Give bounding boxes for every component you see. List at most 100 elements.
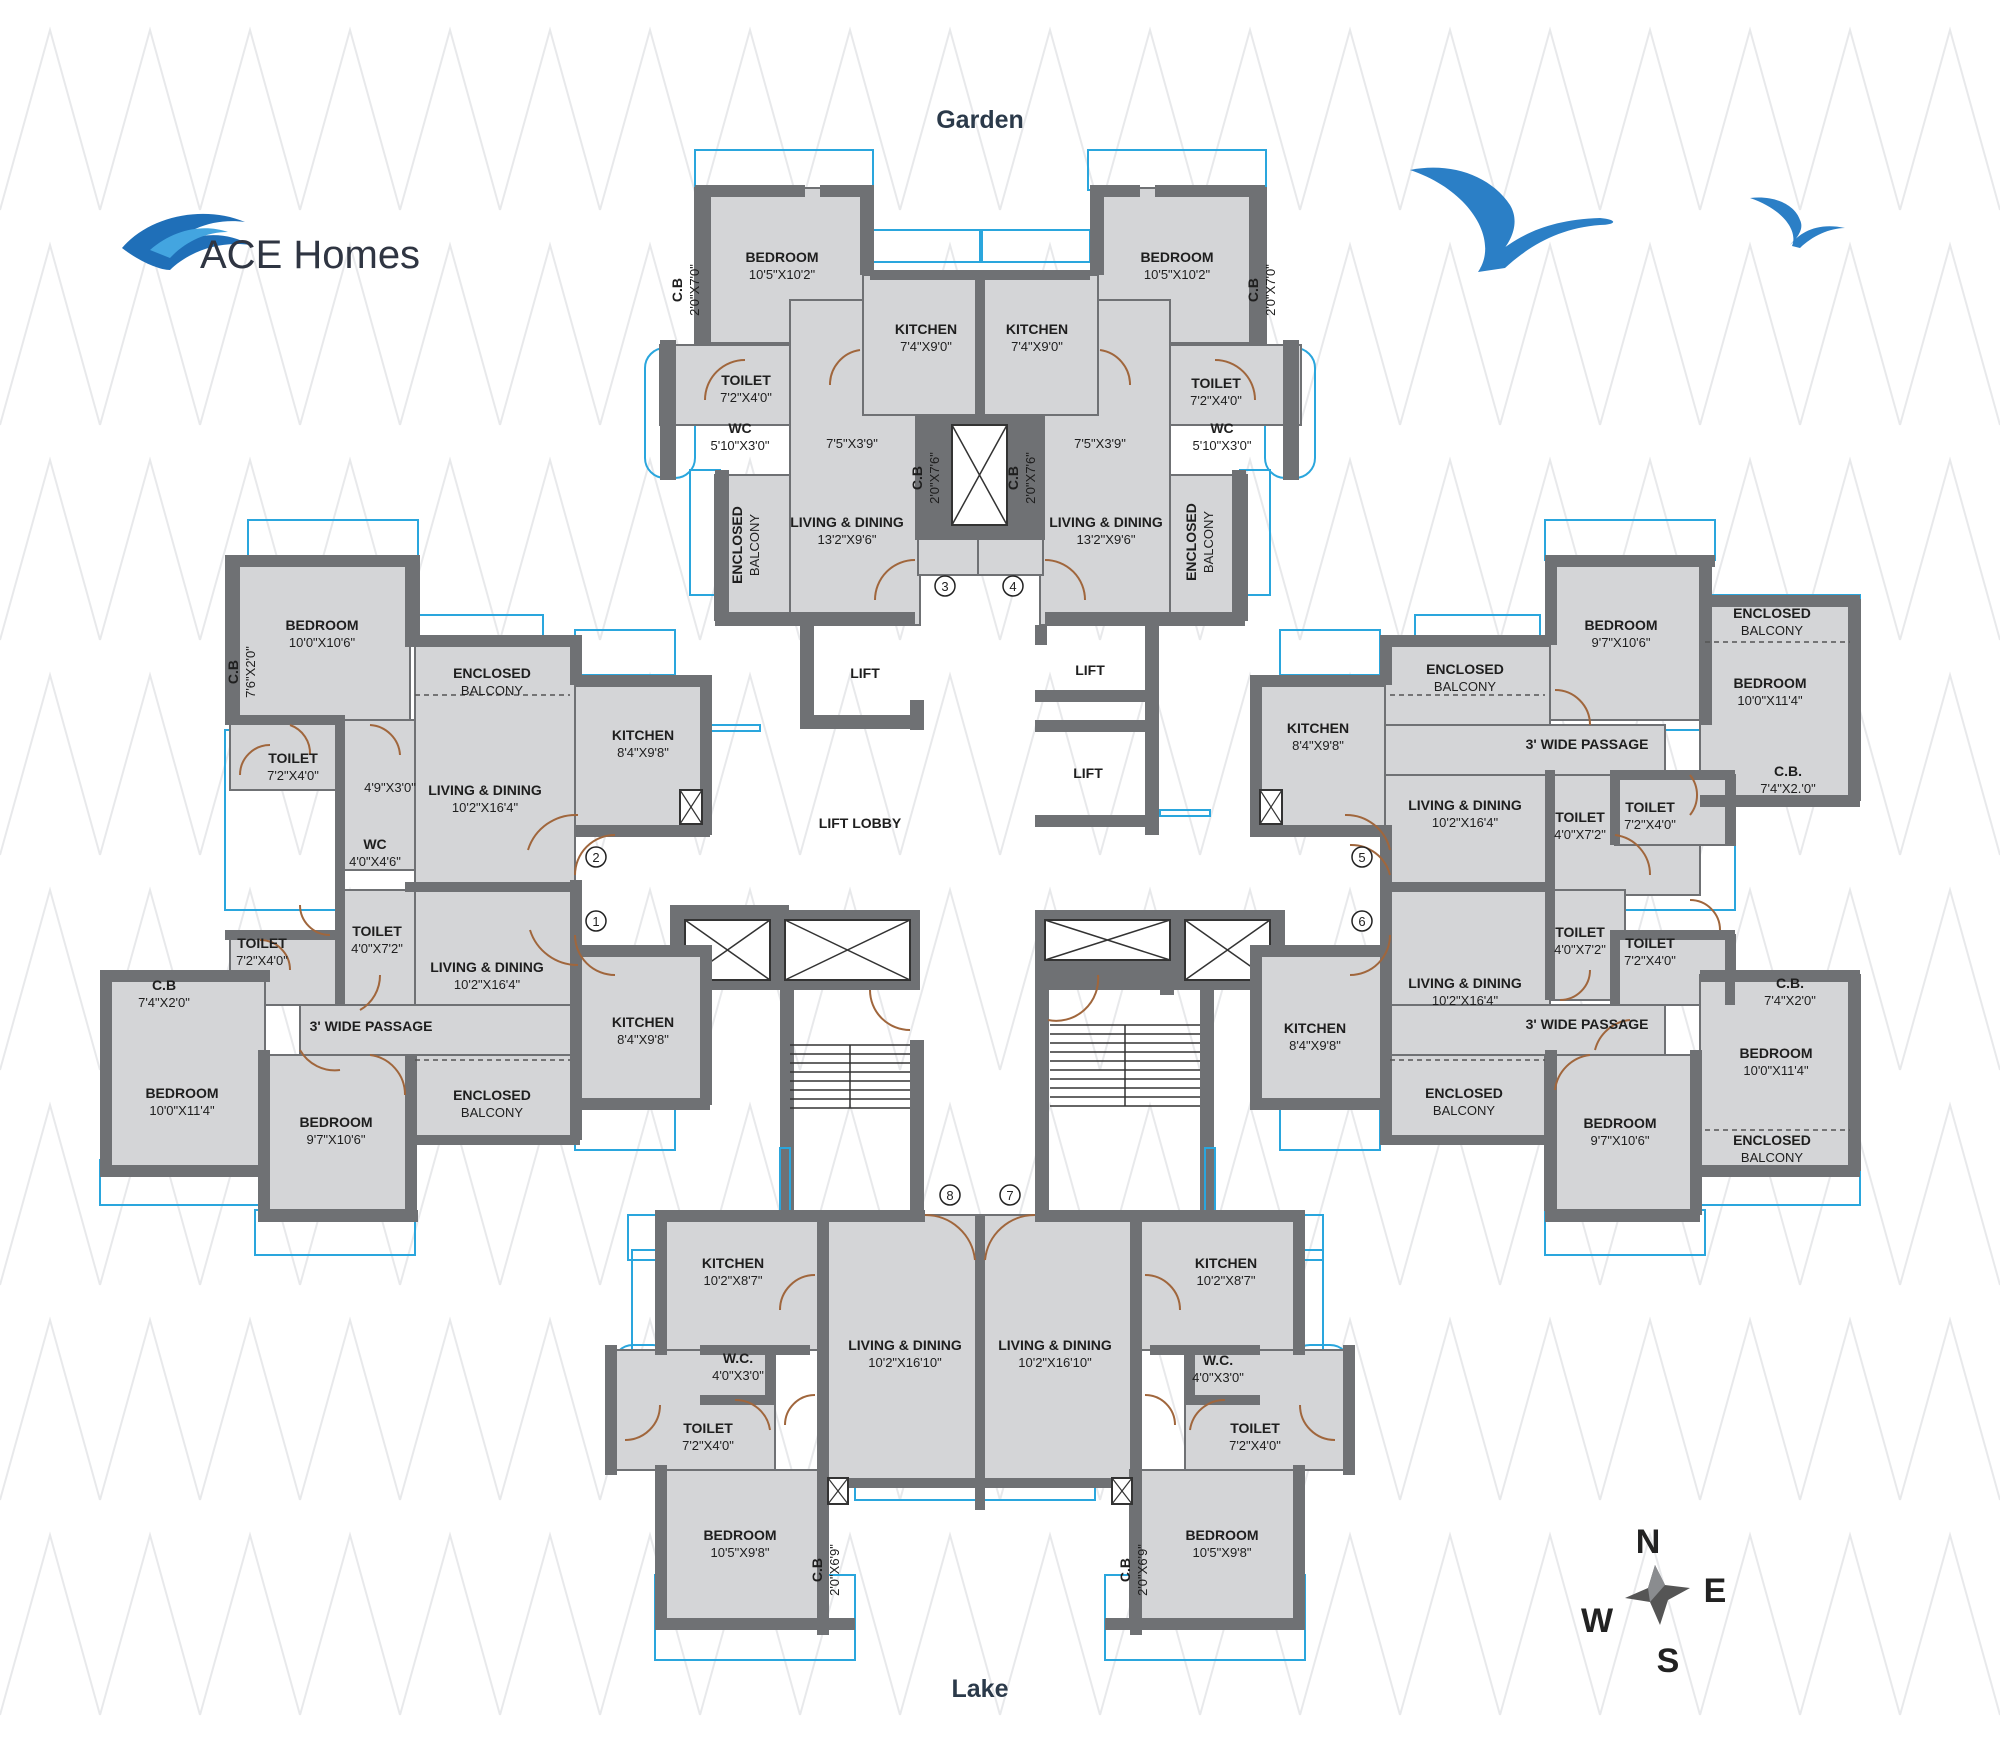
room-dimension: 7'2"X4'0" [1624,953,1676,968]
bg-chevron [0,886,101,1071]
bg-chevron [0,1101,101,1286]
room-dimension: 4'0"X7'2" [1554,942,1606,957]
room-dimension: BALCONY [1433,1103,1495,1118]
room-name: BEDROOM [1584,617,1657,633]
compass-south: S [1657,1642,1680,1680]
bg-chevron [399,241,501,426]
south-block [605,1210,1355,1661]
room-n1-wc: WC5'10"X3'0" [710,420,769,453]
bg-chevron [199,26,301,211]
bg-chevron [1299,456,1401,641]
room-dimension: 2'0"X7'0" [1263,264,1278,316]
flat-number-4: 4 [1009,579,1016,594]
flat-number-7: 7 [1006,1188,1013,1203]
room-dimension: 4'0"X3'0" [712,1368,764,1383]
bg-chevron [1499,1531,1601,1716]
room-dimension: 4'0"X4'6" [349,854,401,869]
room-name: LIVING & DINING [790,514,904,530]
room-dimension: 2'0"X6'9" [827,1544,842,1596]
bg-chevron [1799,241,1901,426]
bg-chevron [99,456,201,641]
room-name: LIVING & DINING [1408,797,1522,813]
room-name: LIVING & DINING [428,782,542,798]
room-name: C.B [1117,1558,1133,1582]
room-n2-wc: WC5'10"X3'0" [1192,420,1251,453]
room-s2-wc: W.C.4'0"X3'0" [1192,1352,1244,1385]
bg-chevron [1499,241,1601,426]
bg-chevron [1599,1531,1701,1716]
lift-label-3: LIFT [1073,765,1103,781]
bg-chevron [599,26,701,211]
room-dimension: 10'2"X16'10" [1018,1355,1092,1370]
room-name: BEDROOM [145,1085,218,1101]
bg-chevron [1399,456,1501,641]
bg-chevron [1899,671,2000,856]
bg-chevron [399,1531,501,1716]
room-name: W.C. [1203,1352,1233,1368]
room-name: TOILET [268,750,318,766]
bg-chevron [699,26,801,211]
room-name: 3' WIDE PASSAGE [1526,736,1649,752]
bg-chevron [1099,26,1201,211]
staircase [790,1044,910,1109]
bird-icon-small [1750,197,1845,248]
room-dimension: 9'7"X10'6" [1591,635,1650,650]
bg-chevron [599,456,701,641]
room-name: C.B [1005,466,1021,490]
flat-number-marker [999,1184,1021,1206]
room-dimension: 5'10"X3'0" [1192,438,1251,453]
room-dimension: 10'0"X10'6" [289,635,356,650]
room-dimension: 10'2"X16'4" [452,800,519,815]
room-name: LIVING & DINING [848,1337,962,1353]
bg-chevron [1899,1316,2000,1501]
room-dimension: 7'4"X2'0" [1764,993,1816,1008]
room-name: WC [363,836,386,852]
compass-star-icon [1625,1565,1690,1625]
room-name: C.B [1245,278,1261,302]
bg-chevron [299,241,401,426]
room-dimension: 7'5"X3'9" [826,436,878,451]
room-name: LIVING & DINING [1408,975,1522,991]
bg-chevron [99,1531,201,1716]
room-name: C.B. [1776,975,1804,991]
room-name: BEDROOM [1739,1045,1812,1061]
bg-chevron [1699,26,1801,211]
bg-chevron [1399,26,1501,211]
bg-chevron [0,671,101,856]
bg-chevron [99,671,201,856]
bg-chevron [1899,241,2000,426]
flat-number-marker [1002,575,1024,597]
room-dimension: 10'2"X8'7" [703,1273,762,1288]
room-name: WC [728,420,751,436]
room-dimension: 10'5"X10'2" [1144,267,1211,282]
bg-chevron [1899,26,2000,211]
bg-chevron [499,26,601,211]
room-dimension: 7'2"X4'0" [1229,1438,1281,1453]
room-w1-wc: WC 4'0"X4'6" [349,836,401,869]
flat-number-marker [1351,846,1373,868]
bg-chevron [1299,241,1401,426]
room-name: BEDROOM [1140,249,1213,265]
bg-chevron [0,456,101,641]
lift-label-1: LIFT [850,665,880,681]
bird-icons [1410,167,1845,272]
room-name: ENCLOSED [1733,1132,1811,1148]
room-name: KITCHEN [1195,1255,1257,1271]
room-dimension: 10'0"X11'4" [1737,693,1803,708]
